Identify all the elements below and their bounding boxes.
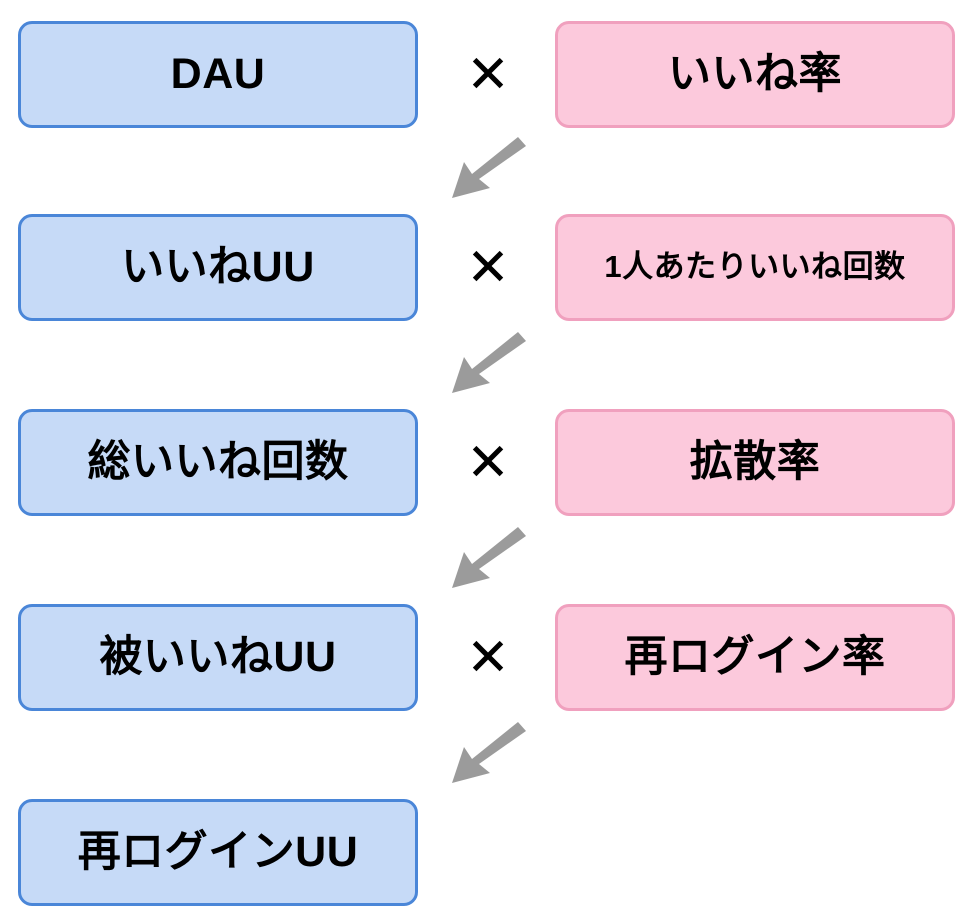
arrow-down-left-icon-1 <box>446 132 536 202</box>
metric-box-like-uu[interactable]: いいねUU <box>18 214 418 321</box>
multiply-operator-4: ✕ <box>466 628 510 687</box>
metric-row-4: 被いいねUU ✕ 再ログイン率 <box>0 604 976 711</box>
factor-box-likes-per-person[interactable]: 1人あたりいいね回数 <box>555 214 955 321</box>
metric-box-label: 総いいね回数 <box>87 437 349 486</box>
metric-box-liked-uu[interactable]: 被いいねUU <box>18 604 418 711</box>
metric-row-2: いいねUU ✕ 1人あたりいいね回数 <box>0 214 976 321</box>
factor-box-label: 再ログイン率 <box>624 632 886 681</box>
metric-box-label: いいねUU <box>121 242 315 291</box>
multiply-operator-3: ✕ <box>466 433 510 492</box>
metric-row-3: 総いいね回数 ✕ 拡散率 <box>0 409 976 516</box>
metric-box-label: 再ログインUU <box>77 827 359 876</box>
metric-box-dau[interactable]: DAU <box>18 21 418 128</box>
factor-box-relogin-rate[interactable]: 再ログイン率 <box>555 604 955 711</box>
arrow-down-left-icon-3 <box>446 522 536 592</box>
arrow-down-left-icon-4 <box>446 717 536 787</box>
factor-box-label: 拡散率 <box>689 437 821 486</box>
metric-box-label: 被いいねUU <box>99 632 337 681</box>
multiply-operator-1: ✕ <box>466 45 510 104</box>
factor-box-like-rate[interactable]: いいね率 <box>555 21 955 128</box>
multiply-operator-2: ✕ <box>466 238 510 297</box>
metric-box-total-likes[interactable]: 総いいね回数 <box>18 409 418 516</box>
metric-box-label: DAU <box>170 49 266 98</box>
factor-box-label: いいね率 <box>668 49 842 98</box>
metric-box-relogin-uu[interactable]: 再ログインUU <box>18 799 418 906</box>
metric-row-5: 再ログインUU <box>0 799 976 906</box>
factor-box-label: 1人あたりいいね回数 <box>604 249 906 285</box>
arrow-down-left-icon-2 <box>446 327 536 397</box>
metric-row-1: DAU ✕ いいね率 <box>0 21 976 128</box>
factor-box-spread-rate[interactable]: 拡散率 <box>555 409 955 516</box>
